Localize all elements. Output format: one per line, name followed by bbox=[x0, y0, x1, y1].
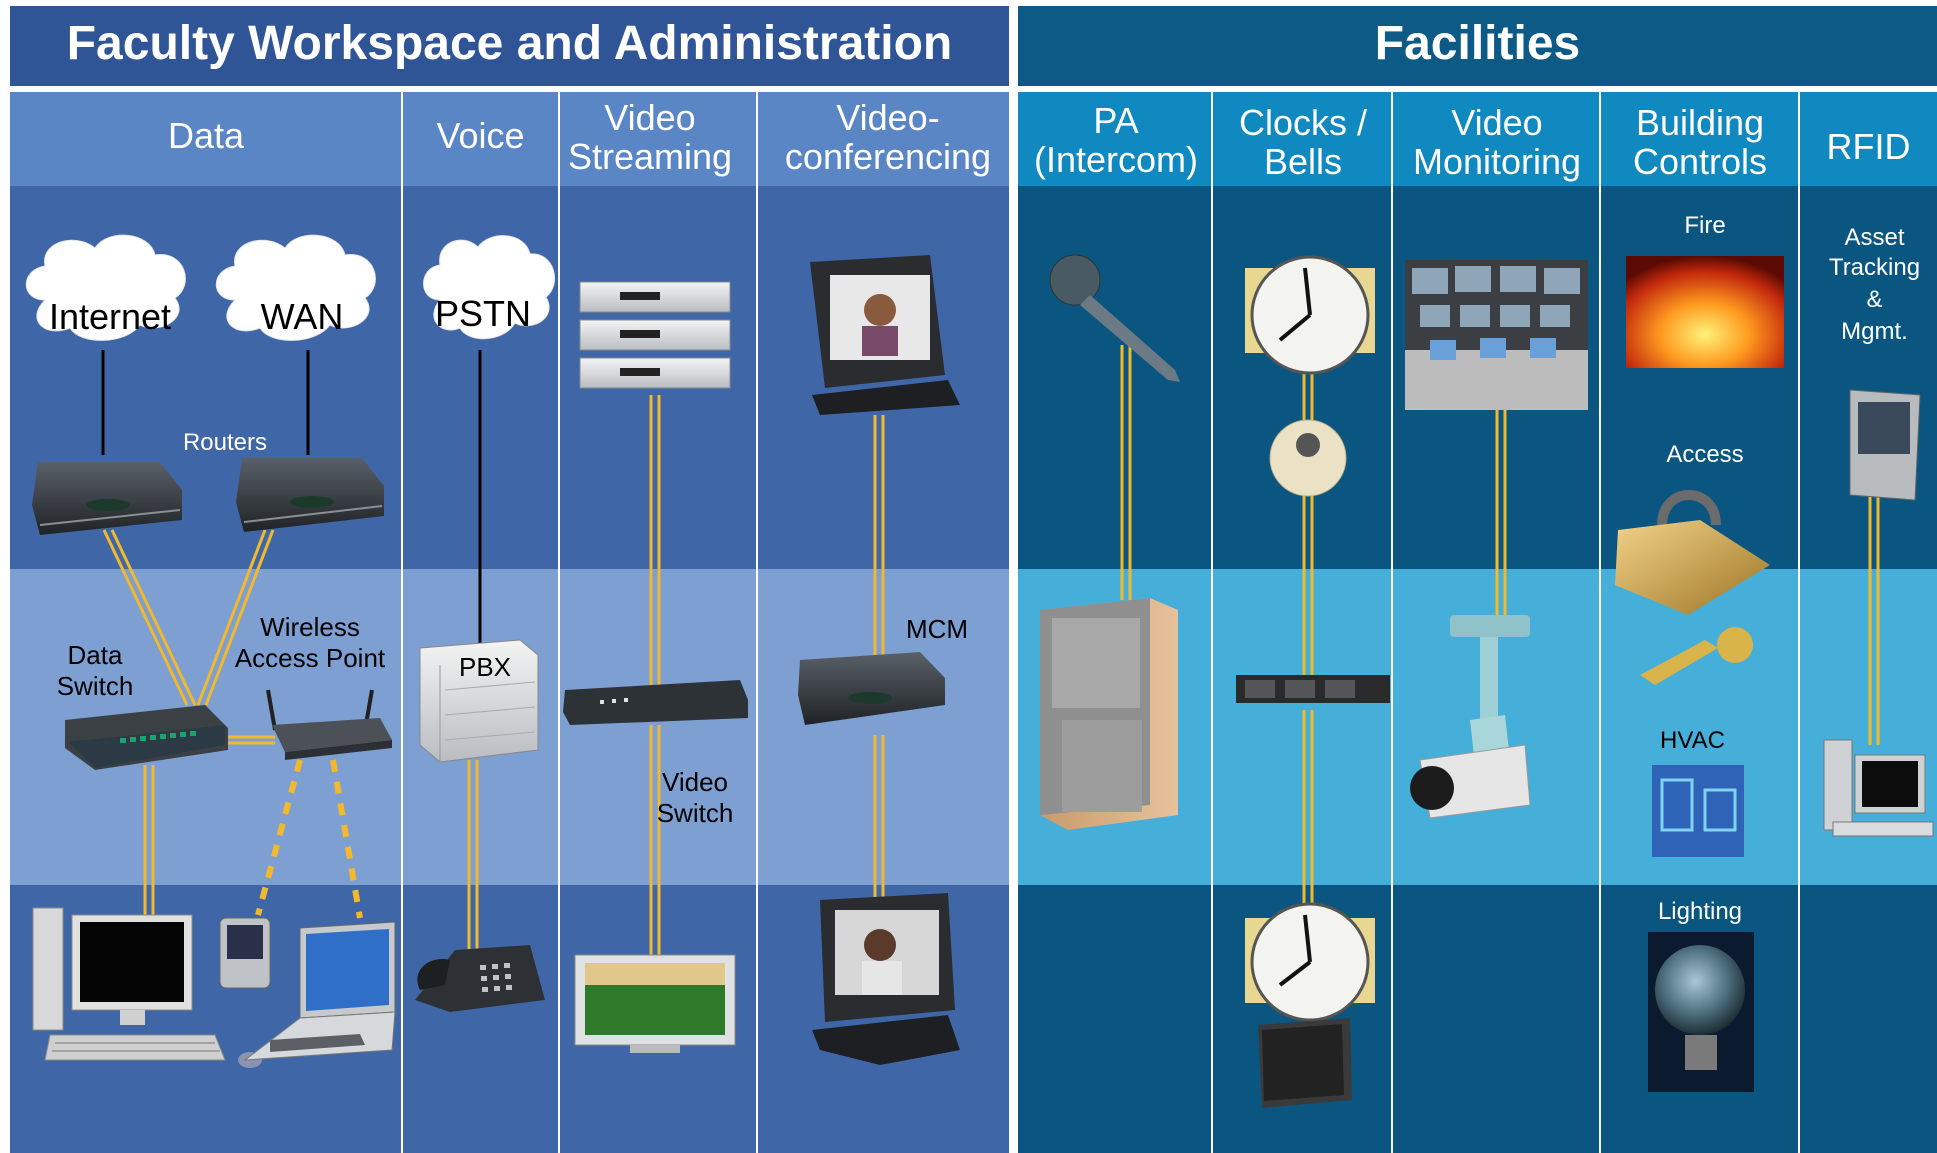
lightbulb-shape bbox=[1648, 932, 1754, 1092]
desktop-pc-shape bbox=[32, 907, 262, 1068]
tv-shape bbox=[574, 954, 736, 1053]
rfid-pc-shape bbox=[1823, 739, 1934, 837]
clock-bottom-shape bbox=[1245, 902, 1375, 1022]
pbx-shape bbox=[419, 639, 539, 763]
routers-label: Routers bbox=[182, 429, 268, 456]
video-switch-label-1: Video bbox=[661, 767, 729, 797]
column-header-pa: PA (Intercom) bbox=[1033, 100, 1199, 180]
data-switch-label-2: Switch bbox=[56, 671, 134, 701]
column-header-voice: Voice bbox=[436, 115, 525, 156]
mcm-shape bbox=[798, 652, 945, 725]
asset-label-2: Tracking bbox=[1828, 254, 1921, 281]
stream-servers-shape bbox=[579, 281, 731, 389]
video-switch-shape bbox=[563, 680, 748, 725]
column-header-rfid: RFID bbox=[1826, 126, 1911, 167]
internet-cloud-label: Internet bbox=[48, 296, 172, 337]
pstn-cloud bbox=[423, 235, 556, 340]
video-switch-label-2: Switch bbox=[656, 798, 734, 828]
column-header-video-streaming: Video Streaming bbox=[567, 97, 733, 177]
router-right-shape bbox=[236, 458, 384, 532]
asset-label-1: Asset bbox=[1844, 224, 1905, 251]
hvac-label: HVAC bbox=[1660, 727, 1725, 754]
ptz-camera-shape bbox=[1410, 615, 1531, 819]
microphone-shape bbox=[1049, 254, 1180, 382]
clock-top-shape bbox=[1245, 255, 1375, 375]
bell-sensor-shape bbox=[1269, 419, 1347, 497]
column-header-videoconferencing: Video-conferencing bbox=[784, 97, 992, 177]
pda-shape bbox=[219, 917, 271, 989]
column-header-data: Data bbox=[167, 115, 245, 156]
asset-label-4: Mgmt. bbox=[1841, 318, 1908, 345]
clouds bbox=[25, 234, 556, 341]
wireless-label-1: Wireless bbox=[260, 612, 360, 642]
bell-speaker-shape bbox=[1258, 1018, 1352, 1108]
monitoring-room-shape bbox=[1405, 260, 1588, 410]
asset-label-3: & bbox=[1866, 286, 1883, 313]
data-switch-shape bbox=[65, 705, 228, 770]
pstn-cloud-label: PSTN bbox=[434, 293, 531, 334]
wan-cloud bbox=[215, 234, 376, 341]
mcm-label: MCM bbox=[905, 614, 969, 644]
videoconf-unit-top-shape bbox=[810, 255, 960, 415]
padlock-shape bbox=[1615, 490, 1770, 685]
pbx-label: PBX bbox=[458, 652, 512, 682]
access-label: Access bbox=[1666, 441, 1744, 468]
wan-cloud-label: WAN bbox=[260, 296, 344, 337]
column-header-clocks: Clocks / Bells bbox=[1238, 102, 1368, 182]
wireless-label-2: Access Point bbox=[234, 643, 386, 673]
left-panel-title: Faculty Workspace and Administration bbox=[66, 17, 953, 70]
lighting-label: Lighting bbox=[1657, 898, 1743, 925]
laptop-shape bbox=[243, 921, 396, 1061]
hvac-icon-shape bbox=[1652, 765, 1744, 857]
fire-image-shape bbox=[1626, 256, 1784, 368]
speaker-shape bbox=[1040, 598, 1178, 830]
column-header-building-controls: Building Controls bbox=[1632, 102, 1768, 182]
data-switch-label-1: Data bbox=[67, 640, 123, 670]
wireless-ap-shape bbox=[266, 689, 392, 760]
column-header-video-monitoring: Video Monitoring bbox=[1412, 102, 1582, 182]
internet-cloud bbox=[25, 234, 186, 341]
right-panel-title: Facilities bbox=[1374, 17, 1581, 70]
router-left-shape bbox=[32, 462, 182, 535]
handheld-scanner-shape bbox=[1849, 389, 1921, 501]
videoconf-unit-bottom-shape bbox=[812, 893, 960, 1065]
desk-phone-shape bbox=[415, 945, 545, 1012]
fire-label: Fire bbox=[1684, 212, 1726, 239]
yellow-links bbox=[102, 345, 1880, 960]
clock-controller-shape bbox=[1236, 675, 1390, 703]
